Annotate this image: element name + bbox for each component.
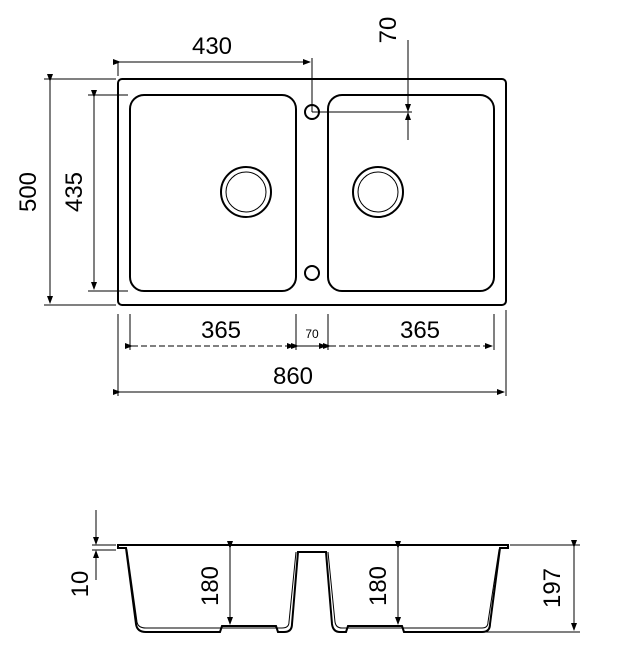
overall-width-label: 860 <box>273 363 313 390</box>
top-view: 430 70 500 435 <box>15 17 507 396</box>
dimension-860: 860 <box>113 310 507 396</box>
dimension-70-top: 70 <box>312 17 412 140</box>
right-depth-label: 180 <box>365 566 392 606</box>
total-height-label: 197 <box>539 568 566 608</box>
dimension-180-right: 180 <box>365 541 401 625</box>
sink-outer-outline <box>117 78 507 306</box>
dimension-180-left: 180 <box>197 541 233 625</box>
side-view: 10 180 180 197 <box>67 510 580 633</box>
sink-profile-outer <box>117 544 509 633</box>
left-bowl-outline <box>129 94 297 292</box>
sink-profile-inner <box>125 547 297 629</box>
dimension-435: 435 <box>61 90 128 292</box>
left-drain-icon <box>220 166 272 218</box>
drain-offset-label: 70 <box>375 17 402 44</box>
sink-profile-inner-right <box>327 547 501 629</box>
tap-hole-bottom-icon <box>304 265 320 281</box>
dimension-430: 430 <box>113 33 313 112</box>
left-bowl-width-label: 365 <box>201 317 241 344</box>
rim-label: 10 <box>67 571 94 598</box>
right-bowl-outline <box>327 94 495 292</box>
bowl-height-label: 435 <box>61 172 88 212</box>
right-bowl-width-label: 365 <box>400 317 440 344</box>
dimension-500: 500 <box>15 74 116 306</box>
dimension-bowl-widths: 365 70 365 <box>125 314 495 350</box>
dimension-10: 10 <box>67 510 116 597</box>
right-drain-icon <box>352 166 404 218</box>
dimension-197: 197 <box>420 540 580 633</box>
divider-width-label: 70 <box>305 327 319 341</box>
overall-height-label: 500 <box>15 172 42 212</box>
width-label: 430 <box>192 33 232 60</box>
left-depth-label: 180 <box>197 566 224 606</box>
